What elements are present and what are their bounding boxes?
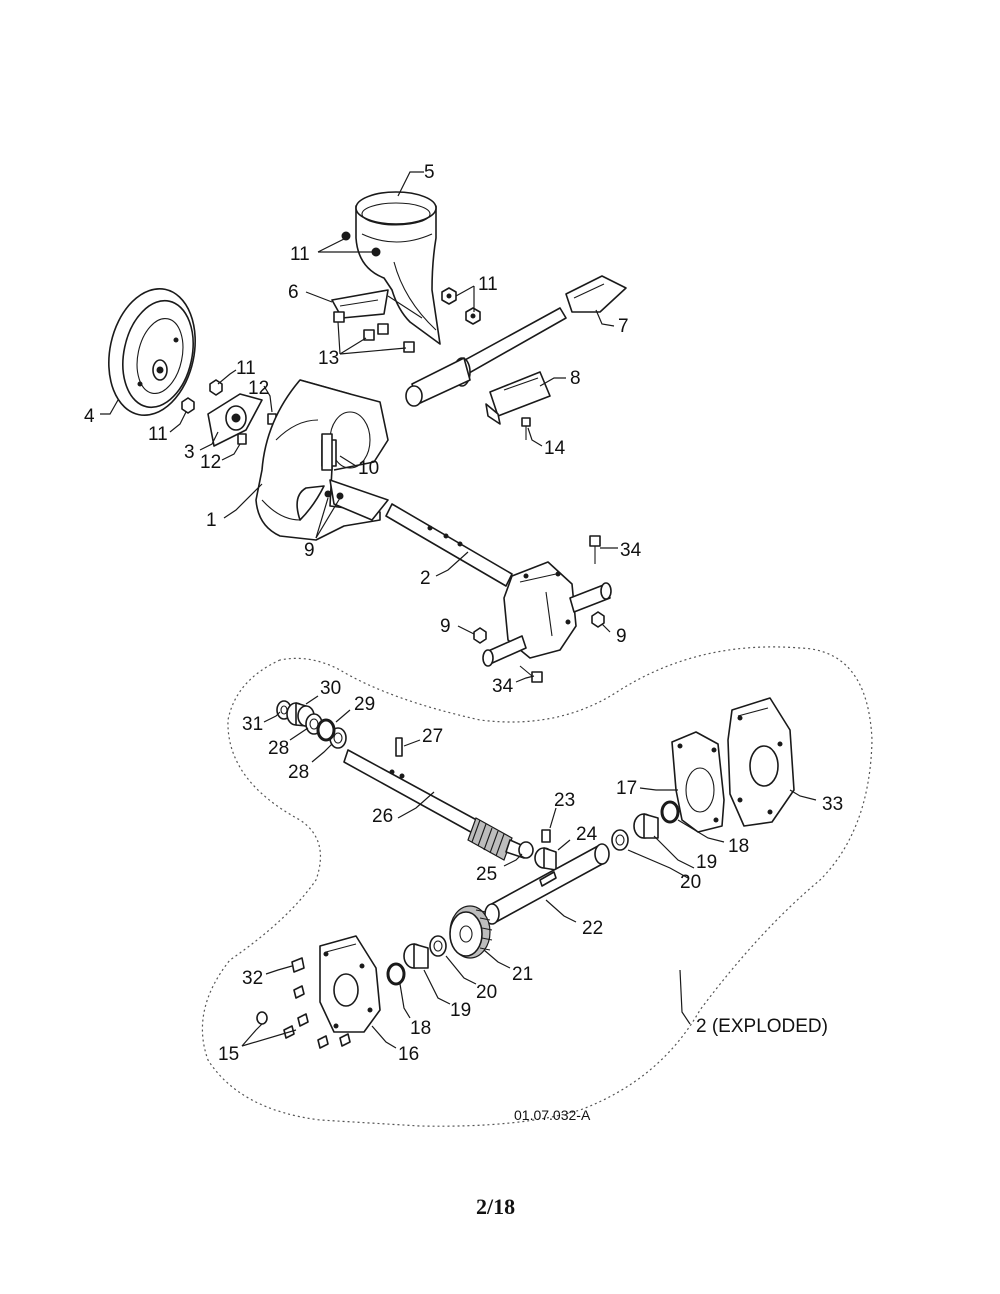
part-9-nuts	[473, 611, 605, 644]
callout-32: 32	[242, 968, 263, 989]
callout-5: 5	[424, 162, 435, 183]
callout-31: 31	[242, 714, 263, 735]
callout-11-flange: 11	[236, 358, 256, 379]
part-22-axle-shaft	[484, 843, 610, 925]
callout-21: 21	[512, 964, 533, 985]
callout-33: 33	[822, 794, 843, 815]
callout-16: 16	[398, 1044, 419, 1065]
callout-22: 22	[582, 918, 603, 939]
callout-18-lower: 18	[410, 1018, 431, 1039]
callout-4: 4	[84, 406, 95, 427]
callout-6: 6	[288, 282, 299, 303]
part-21-gear	[449, 905, 493, 959]
callout-2-exploded: 2 (EXPLODED)	[696, 1016, 828, 1037]
callout-20-lower: 20	[476, 982, 497, 1003]
callout-34-lower: 34	[492, 676, 514, 697]
callout-27: 27	[422, 726, 443, 747]
part-4-pulley	[108, 287, 196, 417]
drawing-code: 01.07.032-A	[514, 1107, 591, 1123]
part-19-bushings	[403, 813, 659, 969]
part-32-fitting	[291, 957, 305, 973]
callout-9-left: 9	[440, 616, 451, 637]
callout-18-upper: 18	[728, 836, 749, 857]
part-16-gear-case	[319, 935, 381, 1033]
callout-28-upper: 28	[268, 738, 289, 759]
part-5-discharge-chute	[341, 191, 441, 345]
part-11-chute-nuts	[441, 287, 481, 325]
callout-19-lower: 19	[450, 1000, 471, 1021]
part-20-washers	[429, 829, 629, 957]
part-15-screws	[256, 985, 351, 1049]
callout-2: 2	[420, 568, 431, 589]
callout-26: 26	[372, 806, 393, 827]
callout-9-housing: 9	[304, 540, 315, 561]
part-12-bolts	[237, 413, 277, 445]
callout-14: 14	[544, 438, 566, 459]
part-14-bolt	[521, 417, 531, 440]
part-25-washer	[518, 841, 534, 859]
callout-11-right: 11	[478, 274, 498, 295]
part-26-worm-shaft	[343, 749, 529, 861]
callout-28-lower: 28	[288, 762, 309, 783]
callout-25: 25	[476, 864, 497, 885]
exploded-view-boundary	[201, 646, 873, 1127]
callout-23: 23	[554, 790, 575, 811]
callout-17: 17	[616, 778, 637, 799]
part-2-gear-shaft	[385, 503, 612, 667]
callout-11-pulley: 11	[148, 424, 168, 445]
part-24-bushing	[534, 847, 557, 871]
callout-9-right: 9	[616, 626, 627, 647]
callout-12-lower: 12	[200, 452, 221, 473]
callout-34-upper: 34	[620, 540, 642, 561]
callout-1: 1	[206, 510, 217, 531]
callout-labels: 5 11 6 11 13 7 8 14 4 11 11 12 3 12 10 1…	[84, 162, 843, 1219]
part-34-bolts	[519, 535, 601, 683]
part-3-bearing-flange	[207, 393, 263, 447]
part-7-chute-crank	[405, 275, 627, 407]
part-33-gear-case	[727, 697, 795, 827]
callout-10: 10	[358, 458, 379, 479]
callout-15: 15	[218, 1044, 239, 1065]
part-8-crank-bracket	[485, 371, 551, 425]
page-number: 2/18	[476, 1194, 515, 1219]
callout-24: 24	[576, 824, 598, 845]
part-17-gasket	[671, 731, 725, 833]
leader-lines	[100, 171, 817, 1049]
callout-11-chute: 11	[290, 244, 310, 265]
part-18-seals	[386, 800, 680, 986]
callout-12-upper: 12	[248, 378, 269, 399]
callout-20-upper: 20	[680, 872, 701, 893]
callout-19-upper: 19	[696, 852, 717, 873]
callout-3: 3	[184, 442, 195, 463]
callout-30: 30	[320, 678, 341, 699]
callout-8: 8	[570, 368, 581, 389]
part-13-bolts	[333, 311, 415, 353]
callout-7: 7	[618, 316, 629, 337]
callout-29: 29	[354, 694, 375, 715]
part-29-seal	[316, 718, 336, 742]
part-27-pin	[395, 737, 403, 757]
callout-13: 13	[318, 348, 339, 369]
part-23-key	[541, 829, 551, 843]
part-11-pulley-nuts	[181, 379, 223, 414]
part-10-bolt	[321, 433, 333, 471]
